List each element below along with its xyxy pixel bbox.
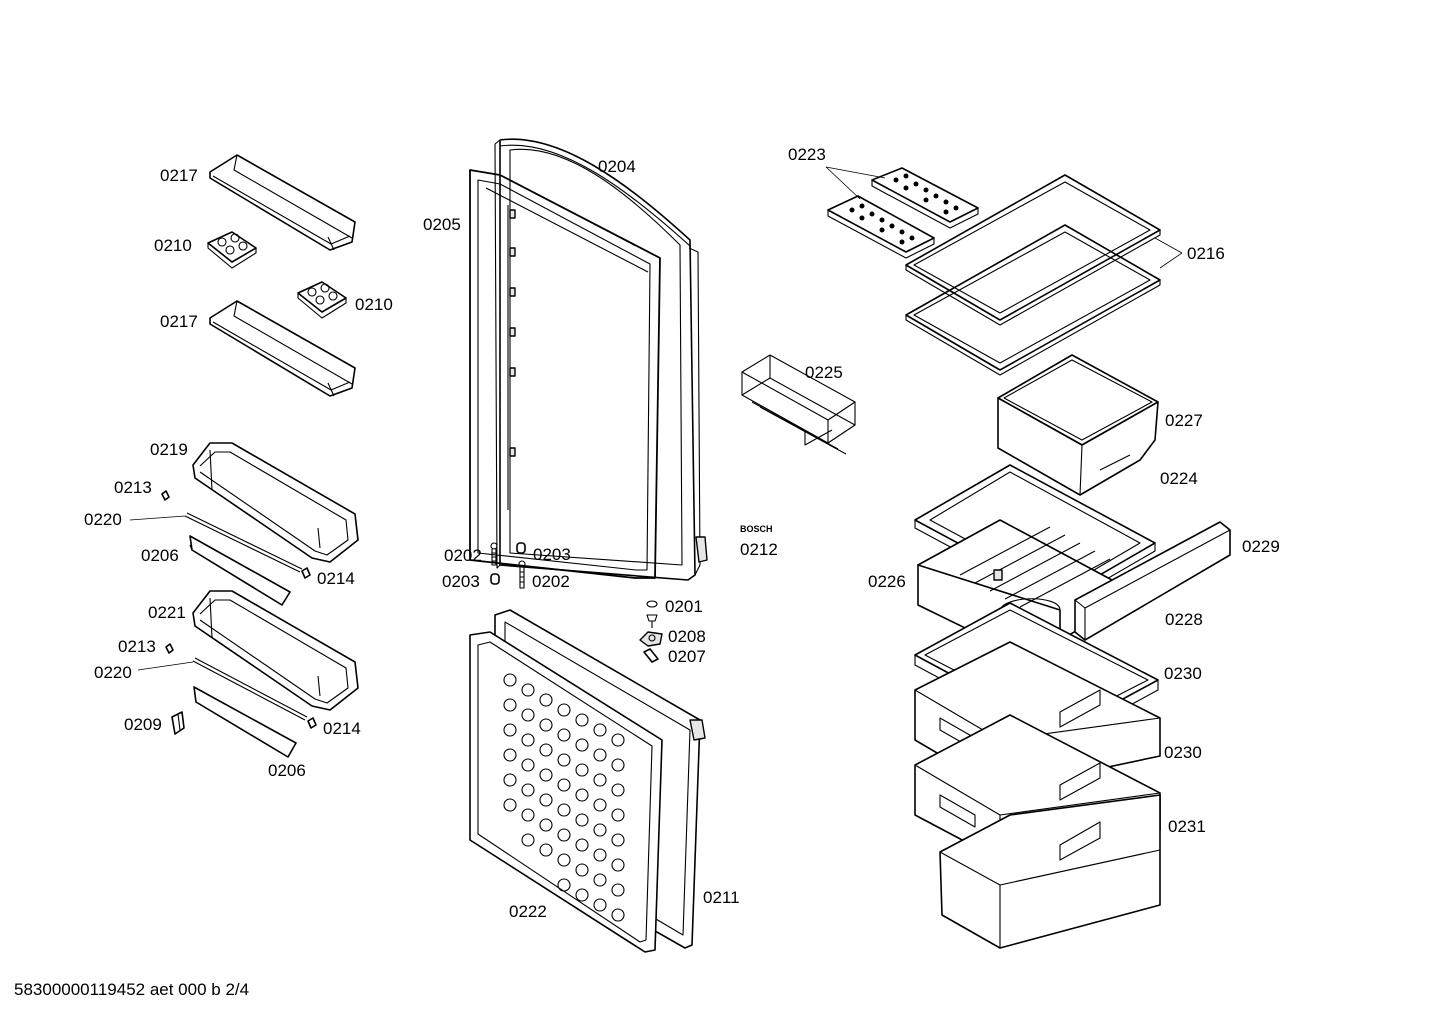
label-0227: 0227 bbox=[1165, 411, 1203, 430]
hinge-0201-0208-0207 bbox=[639, 600, 663, 663]
label-0230a: 0230 bbox=[1164, 664, 1202, 683]
screws-bushings bbox=[490, 542, 526, 589]
label-0216: 0216 bbox=[1187, 244, 1225, 263]
label-0204: 0204 bbox=[598, 157, 636, 176]
fridge-door-0204 bbox=[494, 138, 708, 581]
leader-lines bbox=[129, 166, 1183, 671]
label-0226: 0226 bbox=[868, 572, 906, 591]
ice-tray-0223-front bbox=[827, 195, 935, 259]
label-0217a: 0217 bbox=[160, 166, 198, 185]
label-0209: 0209 bbox=[124, 715, 162, 734]
label-0206a: 0206 bbox=[141, 546, 179, 565]
clips-0213-0214 bbox=[161, 490, 317, 729]
cover-strip-0229 bbox=[1074, 521, 1231, 641]
label-0210a: 0210 bbox=[154, 236, 192, 255]
door-shelf-0219 bbox=[192, 442, 359, 563]
label-0221: 0221 bbox=[148, 603, 186, 622]
label-0210b: 0210 bbox=[355, 295, 393, 314]
label-0205: 0205 bbox=[423, 215, 461, 234]
freezer-gasket-0222 bbox=[469, 631, 663, 953]
glass-shelf-0216-upper bbox=[905, 174, 1161, 326]
label-0203b: 0203 bbox=[442, 572, 480, 591]
label-0231: 0231 bbox=[1168, 817, 1206, 836]
dairy-box-0227 bbox=[997, 354, 1159, 496]
label-0213a: 0213 bbox=[114, 478, 152, 497]
door-shelf-0217-top bbox=[209, 154, 356, 251]
label-0223: 0223 bbox=[788, 145, 826, 164]
label-0211: 0211 bbox=[703, 888, 740, 907]
label-0201: 0201 bbox=[665, 597, 703, 616]
label-0203a: 0203 bbox=[533, 545, 571, 564]
label-0229: 0229 bbox=[1242, 537, 1280, 556]
ice-tray-0223-back bbox=[871, 167, 979, 229]
label-0202a: 0202 bbox=[444, 546, 482, 565]
egg-tray-0210-right bbox=[297, 281, 347, 319]
brand-badge: BOSCH bbox=[740, 524, 773, 534]
trim-strip-0220a bbox=[184, 512, 303, 573]
label-0228: 0228 bbox=[1165, 610, 1203, 629]
wire-bottle-rack-0225 bbox=[741, 354, 856, 455]
door-gasket-0205 bbox=[469, 169, 661, 579]
front-panel-0206-bottom bbox=[193, 686, 297, 758]
label-0206b: 0206 bbox=[268, 761, 306, 780]
label-0208: 0208 bbox=[668, 627, 706, 646]
label-0202b: 0202 bbox=[532, 572, 570, 591]
dimple-pattern bbox=[503, 673, 625, 922]
label-0222: 0222 bbox=[509, 902, 547, 921]
document-footer: 58300000119452 aet 000 b 2/4 bbox=[14, 980, 250, 999]
label-0214b: 0214 bbox=[323, 719, 361, 738]
label-0212: 0212 bbox=[740, 540, 778, 559]
label-0224: 0224 bbox=[1160, 469, 1198, 488]
label-0214a: 0214 bbox=[317, 569, 355, 588]
label-0217b: 0217 bbox=[160, 312, 198, 331]
door-shelf-0221 bbox=[192, 590, 359, 711]
door-shelf-0217-bottom bbox=[209, 300, 356, 397]
label-0207: 0207 bbox=[668, 647, 706, 666]
label-0225: 0225 bbox=[805, 363, 843, 382]
trim-strip-0220b bbox=[192, 657, 308, 721]
egg-tray-0210-left bbox=[207, 231, 257, 269]
label-0213b: 0213 bbox=[118, 637, 156, 656]
label-0220a: 0220 bbox=[84, 510, 122, 529]
part-labels: 0217 0210 0210 0217 0219 0213 0220 0206 … bbox=[84, 145, 1280, 921]
label-0230b: 0230 bbox=[1164, 743, 1202, 762]
clip-0209 bbox=[171, 711, 185, 735]
front-panel-0206-top bbox=[189, 535, 291, 606]
freezer-drawer-0231 bbox=[939, 794, 1161, 949]
label-0219: 0219 bbox=[150, 440, 188, 459]
glass-shelf-0216-lower bbox=[905, 224, 1161, 376]
label-0220b: 0220 bbox=[94, 663, 132, 682]
